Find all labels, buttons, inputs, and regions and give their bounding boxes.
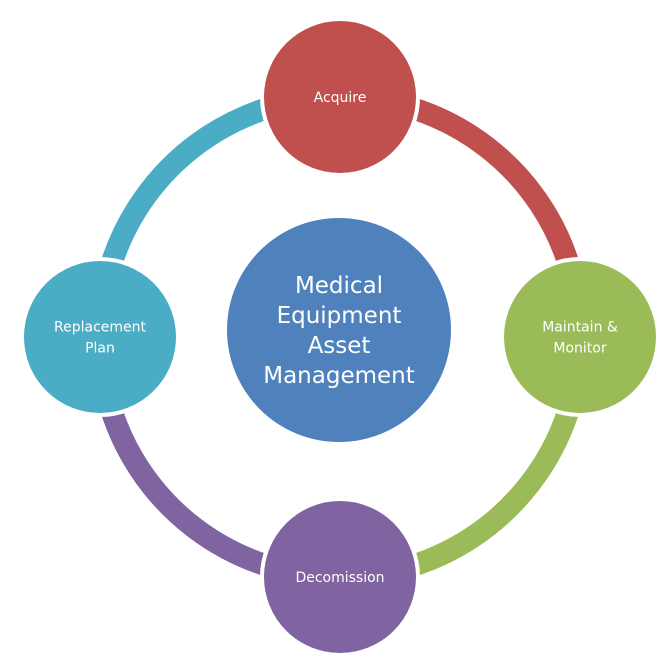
maintain-label: Monitor	[553, 341, 606, 357]
replacement-circle	[20, 257, 180, 417]
replacement-label: Replacement	[54, 320, 147, 336]
center-title-line: Asset	[308, 333, 371, 359]
center-title-line: Management	[263, 363, 415, 389]
center-title-line: Medical	[295, 273, 383, 299]
center-circle	[227, 218, 451, 442]
center-title-line: Equipment	[277, 303, 402, 329]
decommission-node: Decomission	[260, 497, 420, 657]
decommission-circle	[260, 497, 420, 657]
maintain-circle	[500, 257, 660, 417]
maintain-node: Maintain & Monitor	[500, 257, 660, 417]
acquire-label: Acquire	[314, 90, 367, 106]
replacement-label: Plan	[85, 341, 115, 357]
acquire-circle	[260, 17, 420, 177]
maintain-label: Maintain &	[542, 320, 618, 336]
acquire-node: Acquire	[260, 17, 420, 177]
decommission-label: Decomission	[295, 570, 384, 586]
